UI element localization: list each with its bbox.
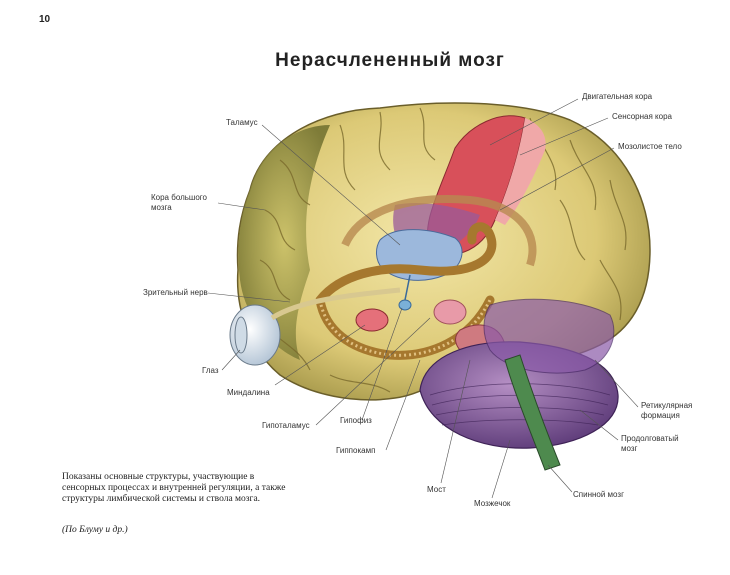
frontal-lobe bbox=[238, 125, 330, 360]
label-motor-cortex: Двигательная кора bbox=[582, 92, 653, 101]
label-spinal-cord: Спинной мозг bbox=[573, 490, 624, 499]
label-corpus-callosum: Мозолистое тело bbox=[618, 142, 682, 151]
label-cerebellum: Мозжечок bbox=[474, 499, 511, 508]
label-reticular-1: Ретикулярная bbox=[641, 401, 692, 410]
label-pons: Мост bbox=[427, 485, 446, 494]
page-number: 10 bbox=[39, 14, 51, 25]
label-cerebral-cortex-1: Кора большого bbox=[151, 193, 208, 202]
corpus-callosum bbox=[341, 195, 537, 267]
sensory-cortex bbox=[495, 118, 546, 225]
figure-credit: (По Блуму и др.) bbox=[62, 525, 128, 535]
label-eye: Глаз bbox=[202, 366, 219, 375]
reticular-formation bbox=[483, 298, 615, 374]
hypothalamus bbox=[433, 299, 467, 325]
label-medulla-2: мозг bbox=[621, 444, 638, 453]
optic-nerve bbox=[270, 287, 401, 321]
label-hypothalamus: Гипоталамус bbox=[262, 421, 310, 430]
label-thalamus: Таламус bbox=[226, 118, 258, 127]
label-sensory-cortex: Сенсорная кора bbox=[612, 112, 673, 121]
gyri-lines bbox=[259, 107, 627, 393]
pituitary bbox=[398, 299, 412, 311]
figure-caption: Показаны основные структуры, участвующие… bbox=[62, 472, 286, 504]
label-cerebral-cortex-2: мозга bbox=[151, 203, 172, 212]
label-optic-nerve: Зрительный нерв bbox=[143, 288, 208, 297]
label-amygdala: Миндалина bbox=[227, 388, 270, 397]
spinal-cord bbox=[504, 354, 561, 471]
label-pituitary: Гипофиз bbox=[340, 416, 372, 425]
label-medulla-1: Продолговатый bbox=[621, 434, 679, 443]
label-hippocampus: Гиппокамп bbox=[336, 446, 375, 455]
page-title: Нерасчлененный мозг bbox=[275, 50, 505, 71]
leader-lines bbox=[207, 98, 639, 499]
label-reticular-2: формация bbox=[641, 411, 680, 420]
